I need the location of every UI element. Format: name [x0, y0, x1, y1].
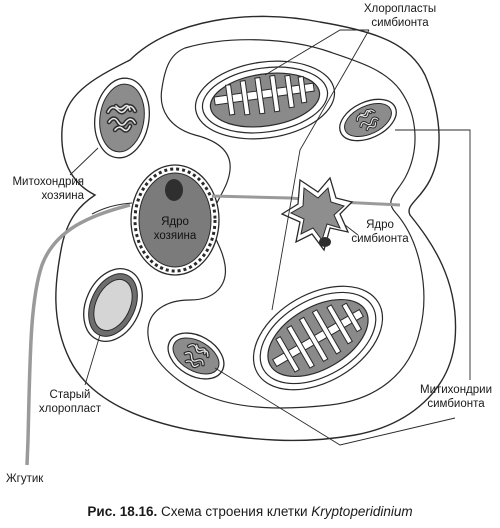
symbiont-mitochondrion-bottom	[167, 332, 225, 380]
label-host-mitochondrion: Митохондрия хозяина	[0, 175, 84, 203]
label-host-mitochondrion-line2: хозяина	[41, 190, 84, 202]
label-host-nucleus-line2: хозяина	[153, 230, 197, 242]
host-mitochondrion	[94, 77, 150, 159]
label-old-chloroplast-line2: хлоропласт	[38, 403, 102, 415]
caption-prefix: Рис. 18.16.	[87, 504, 158, 519]
figure-caption: Рис. 18.16. Схема строения клетки Krypto…	[0, 504, 500, 519]
cell-diagram	[25, 15, 471, 466]
label-symbiont-nucleus-line1: Ядро	[366, 219, 394, 231]
label-flagellum: Жгутик	[6, 473, 44, 485]
label-symbiont-chloroplasts-line1: Хлоропласты	[363, 3, 437, 15]
label-symbiont-mitochondria: Митихондрии симбионта	[412, 383, 500, 411]
label-old-chloroplast: Старый хлоропласт	[25, 388, 115, 416]
caption-text: Схема строения клетки	[157, 504, 312, 519]
label-symbiont-chloroplasts-line2: симбионта	[371, 17, 429, 29]
label-host-nucleus: Ядро хозяина	[135, 215, 215, 243]
symbiont-nucleus	[280, 176, 354, 252]
label-symbiont-mitochondria-line1: Митихондрии	[419, 384, 492, 396]
caption-species: Kryptoperidinium	[311, 504, 413, 519]
label-symbiont-mitochondria-line2: симбионта	[427, 398, 485, 410]
label-host-mitochondrion-line1: Митохондрия	[12, 176, 84, 188]
leader-lines	[69, 29, 471, 446]
label-symbiont-nucleus: Ядро симбионта	[345, 218, 415, 246]
label-symbiont-chloroplasts: Хлоропласты симбионта	[355, 2, 445, 30]
host-nucleus	[130, 164, 220, 276]
label-symbiont-nucleus-line2: симбионта	[351, 233, 409, 245]
symbiont-chloroplast-top	[194, 60, 336, 140]
symbiont-mitochondrion-right	[339, 98, 397, 142]
old-chloroplast	[83, 268, 143, 342]
flagellum	[25, 203, 131, 466]
flagellum-base	[91, 202, 133, 215]
symbiont-membrane	[147, 39, 425, 409]
symbiont-chloroplast-bottom	[252, 285, 384, 391]
label-host-nucleus-line1: Ядро	[161, 216, 189, 228]
label-old-chloroplast-line1: Старый	[49, 389, 91, 401]
